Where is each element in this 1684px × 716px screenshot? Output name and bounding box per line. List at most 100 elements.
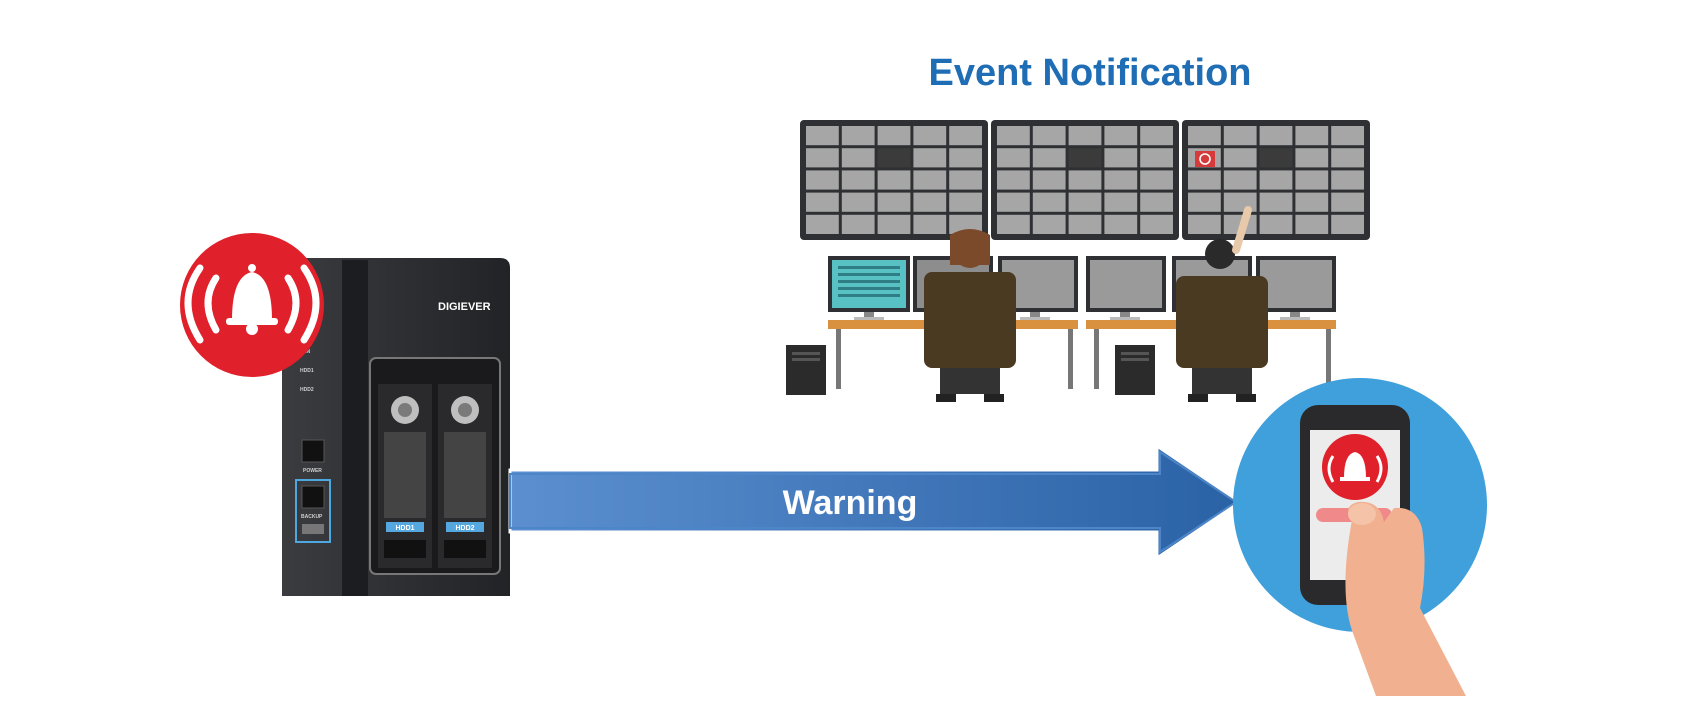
camera-feed-cell [1331,148,1364,168]
desk-monitor-6 [1256,256,1336,320]
camera-feed-cell [1259,170,1293,190]
camera-feed-cell [1295,192,1329,212]
hand-icon [1345,501,1466,696]
camera-feed-cell [1259,214,1293,234]
camera-feed-cell [1104,170,1138,190]
operator-right [1176,206,1268,402]
camera-feed-cell [1068,192,1102,212]
camera-feed-cell [806,148,839,168]
camera-feed-cell [997,148,1030,168]
camera-feed-cell [1331,214,1364,234]
camera-feed-cell [1188,170,1221,190]
camera-feed-cell [1259,126,1293,146]
camera-feed-cell [949,214,982,234]
camera-feed-cell [806,126,839,146]
camera-feed-cell [949,170,982,190]
diagram-title: Event Notification [928,52,1252,94]
camera-feed-cell [1295,170,1329,190]
camera-feed-cell [913,170,947,190]
camera-feed-cell [841,170,875,190]
camera-feed-cell [1104,148,1138,168]
camera-feed-cell [877,192,911,212]
camera-feed-cell [1032,214,1066,234]
warning-arrow [508,443,1243,561]
camera-feed-cell [1295,126,1329,146]
camera-feed-cell [1188,126,1221,146]
camera-feed-cell [949,148,982,168]
camera-feed-cell [1295,214,1329,234]
camera-feed-cell [877,170,911,190]
camera-feed-cell [841,126,875,146]
camera-feed-cell [949,126,982,146]
camera-feed-cell [997,214,1030,234]
camera-feed-cell [1104,126,1138,146]
camera-feed-cell [997,126,1030,146]
camera-feed-cell [913,148,947,168]
camera-feed-cell [913,192,947,212]
camera-feed-cell [1223,148,1257,168]
operator-left [924,229,1016,402]
camera-feed-cell [806,214,839,234]
camera-feed-cell [997,192,1030,212]
camera-feed-cell [1068,126,1102,146]
camera-feed-cell [841,192,875,212]
camera-feed-cell [997,170,1030,190]
bay-label-hdd1: HDD1 [395,525,414,532]
nas-device-icon: DIGIEVER LAN HDD1 HDD2 POWER BACKUP HDD1… [282,258,510,596]
camera-feed-cell [1223,170,1257,190]
wall-monitor-1 [800,120,988,240]
camera-feed-cell [877,126,911,146]
camera-feed-cell [1068,148,1102,168]
camera-feed-cell [1032,170,1066,190]
camera-feed-cell [1331,170,1364,190]
arrow-label: Warning [782,484,918,522]
phone-notification [1233,378,1487,696]
wall-monitor-2 [991,120,1179,240]
camera-feed-cell [1223,126,1257,146]
camera-feed-cell [806,170,839,190]
camera-feed-cell [1032,126,1066,146]
camera-feed-cell [1068,214,1102,234]
power-label: POWER [303,468,322,474]
camera-feed-cell [1104,192,1138,212]
camera-feed-cell [949,192,982,212]
bay-label-hdd2: HDD2 [455,525,474,532]
camera-feed-cell [1188,192,1221,212]
camera-feed-cell [877,214,911,234]
camera-feed-cell [1188,214,1221,234]
nas-brand-label: DIGIEVER [438,301,491,313]
camera-feed-cell [1068,170,1102,190]
camera-feed-cell [1331,192,1364,212]
camera-feed-cell [1140,148,1173,168]
drive-bay-1: HDD1 [378,384,432,568]
alarm-bell-icon [180,233,324,377]
camera-feed-cell [1140,126,1173,146]
led-label-hdd2: HDD2 [300,387,314,393]
phone-alarm-bell-icon [1322,434,1388,500]
camera-feed-cell [1331,126,1364,146]
camera-feed-cell [1032,192,1066,212]
pc-tower-left [786,345,826,395]
video-wall [800,120,1370,240]
camera-feed-cell [1140,170,1173,190]
pc-tower-right [1115,345,1155,395]
camera-feed-cell [1032,148,1066,168]
desk-monitor-data [828,256,910,320]
camera-feed-cell [1295,148,1329,168]
camera-feed-cell [913,214,947,234]
camera-feed-cell [877,148,911,168]
monitor-alarm-icon [1195,151,1215,167]
camera-feed-cell [1140,214,1173,234]
led-label-hdd1: HDD1 [300,368,314,374]
camera-feed-cell [841,214,875,234]
camera-feed-cell [913,126,947,146]
camera-feed-cell [1140,192,1173,212]
camera-feed-cell [841,148,875,168]
camera-feed-cell [1259,192,1293,212]
desk-monitor-4 [1086,256,1166,320]
camera-feed-cell [806,192,839,212]
drive-bay-2: HDD2 [438,384,492,568]
wall-monitor-3 [1182,120,1370,240]
